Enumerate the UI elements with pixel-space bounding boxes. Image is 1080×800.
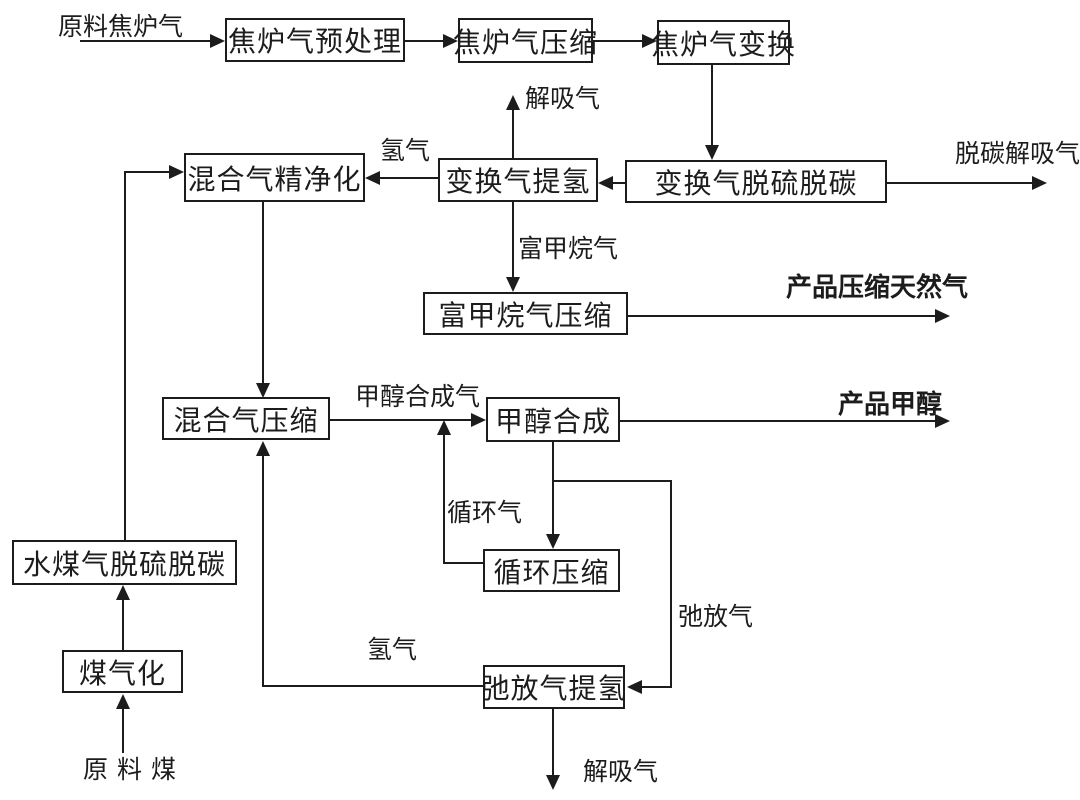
arrowhead-decarb-desorption-out [1032,176,1047,190]
stream-label-desorption-gas-bottom: 解吸气 [583,759,659,786]
node-coal-gasification-label: 煤气化 [78,658,166,690]
arrowhead-into-cycle-compression [546,534,560,549]
node-shift-gas-desulf-decarb-label: 变换气脱硫脱碳 [654,168,858,200]
node-methanol-synthesis-label: 甲醇合成 [494,406,611,438]
node-purge-gas-h2-extraction: 弛放气提氢 [481,665,627,709]
arrowhead-hydrogen-into-mix-compression [256,441,270,456]
arrowhead-into-cog-compression [443,34,458,48]
stream-label-product-compressed-natural-gas: 产品压缩天然气 [786,273,969,302]
node-cog-pretreatment: 焦炉气预处理 [225,18,405,62]
arrowhead-into-mixed-gas-purification [365,171,380,185]
arrowhead-cycle-gas-into-syngas-line [437,420,451,435]
edge-purge-into-extraction [640,686,672,688]
node-water-gas-desulf-decarb: 水煤气脱硫脱碳 [12,540,237,585]
edge-methanol-to-cycle-compression [552,442,554,536]
stream-label-raw-coke-oven-gas: 原料焦炉气 [58,14,184,41]
node-cog-shift-label: 焦炉气变换 [651,29,797,61]
stream-label-desorption-gas-top: 解吸气 [525,86,601,113]
arrowhead-into-cog-pretreatment [210,34,225,48]
edge-pretreatment-to-compression [405,40,445,42]
edge-desulf-to-decarb-desorption-out [887,182,1033,184]
arrowhead-into-purge-h2-extraction [627,680,642,694]
edge-h2-extraction-desorption-up [512,108,514,158]
arrowhead-into-mix-compression-top [256,383,270,398]
edge-desulf-to-h2-extraction [612,182,625,184]
arrowhead-into-rich-methane-compression [506,277,520,292]
edge-product-cng-out [628,315,936,317]
edge-water-gas-riser [124,172,126,540]
edge-purge-extraction-desorption-down [552,709,554,777]
arrowhead-into-shift-gas-desulf [705,145,719,160]
arrowhead-into-water-gas-desulf [116,585,130,600]
edge-gasification-to-water-gas-desulf [122,598,124,650]
node-cog-compression-label: 焦炉气压缩 [453,27,599,59]
edge-purification-to-mix-compression [262,202,264,384]
arrowhead-water-gas-into-purification [169,165,184,179]
node-mixed-gas-compression: 混合气压缩 [162,397,330,440]
node-cycle-compression-label: 循环压缩 [493,557,610,589]
arrowhead-desorption-gas-down [546,775,560,790]
stream-label-cycle-gas: 循环气 [447,500,523,527]
node-rich-methane-compression-label: 富甲烷气压缩 [438,300,613,332]
node-mixed-gas-purification: 混合气精净化 [184,153,365,202]
node-cog-compression: 焦炉气压缩 [453,18,597,63]
arrowhead-product-cng-out [935,309,950,323]
edge-shift-to-desulf [711,65,713,146]
stream-label-product-methanol: 产品甲醇 [838,390,943,419]
stream-label-rich-methane-gas: 富甲烷气 [518,236,619,263]
node-mixed-gas-compression-label: 混合气压缩 [173,405,319,437]
edge-hydrogen-return-riser [262,454,264,687]
node-coal-gasification: 煤气化 [62,650,183,693]
node-water-gas-desulf-decarb-label: 水煤气脱硫脱碳 [22,549,226,581]
node-mixed-gas-purification-label: 混合气精净化 [187,164,362,196]
stream-label-hydrogen-bottom: 氢气 [367,637,418,664]
node-methanol-synthesis: 甲醇合成 [486,397,620,442]
stream-label-purge-gas: 弛放气 [678,604,754,631]
node-cycle-compression: 循环压缩 [483,549,620,592]
edge-purge-vertical [670,480,672,688]
node-purge-gas-h2-extraction-label: 弛放气提氢 [481,674,627,705]
edge-purge-branch-top [552,480,672,482]
edge-raw-cog-line [80,40,212,42]
stream-label-raw-coal: 原料煤 [83,757,186,784]
node-cog-pretreatment-label: 焦炉气预处理 [227,27,402,58]
arrowhead-desorption-gas-up [506,95,520,110]
stream-label-decarb-desorption-gas: 脱碳解吸气 [955,141,1080,168]
edge-cycle-return-bottom [443,562,485,564]
node-shift-gas-h2-extraction: 变换气提氢 [438,158,598,202]
edge-hydrogen-return-bottom [263,685,483,687]
node-shift-gas-desulf-decarb: 变换气脱硫脱碳 [625,160,887,203]
edge-raw-coal-to-gasification [122,707,124,753]
edge-compression-to-shift [593,40,643,42]
edge-product-methanol-out [620,420,936,422]
node-rich-methane-compression: 富甲烷气压缩 [423,292,628,335]
arrowhead-into-cog-shift [642,34,657,48]
stream-label-hydrogen-top: 氢气 [380,138,431,165]
stream-label-methanol-syngas: 甲醇合成气 [355,384,481,411]
arrowhead-product-methanol-out [935,414,950,428]
edge-h2-to-purification [379,177,438,179]
node-cog-shift: 焦炉气变换 [651,20,795,65]
arrowhead-into-shift-gas-h2-extraction [598,176,613,190]
arrowhead-into-coal-gasification [116,694,130,709]
edge-mix-compression-to-methanol-synthesis [330,419,472,421]
edge-cycle-return-riser [443,433,445,564]
arrowhead-into-methanol-synthesis [471,413,486,427]
edge-rich-methane-down [512,202,514,278]
node-shift-gas-h2-extraction-label: 变换气提氢 [445,167,591,198]
edge-water-gas-riser-top [124,171,171,173]
